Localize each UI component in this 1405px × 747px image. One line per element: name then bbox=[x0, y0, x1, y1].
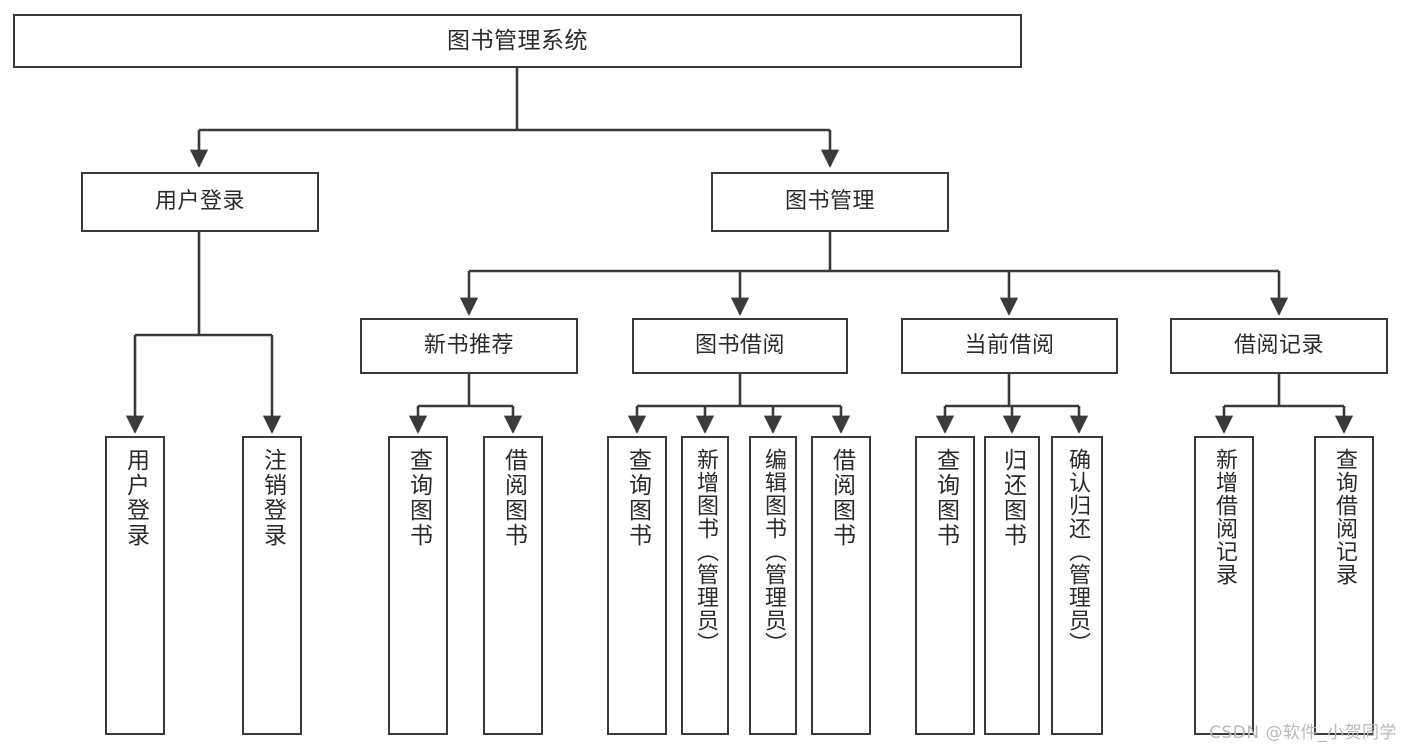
leaf-logout-login-label: 注销登录 bbox=[259, 448, 286, 548]
leaf-query-borrow-record-label: 查询借阅记录 bbox=[1332, 448, 1357, 586]
node-book-management-label: 图书管理 bbox=[784, 188, 875, 214]
leaf-query-book-borrow[interactable]: 查询图书 bbox=[607, 436, 667, 735]
leaf-borrow-book[interactable]: 借阅图书 bbox=[811, 436, 871, 735]
node-current-borrow[interactable]: 当前借阅 bbox=[901, 318, 1118, 374]
node-user-login-label: 用户登录 bbox=[154, 188, 245, 214]
node-book-borrow-label: 图书借阅 bbox=[694, 332, 785, 358]
leaf-edit-book-admin[interactable]: 编辑图书（管理员） bbox=[749, 436, 797, 735]
node-current-borrow-label: 当前借阅 bbox=[964, 332, 1055, 358]
leaf-query-book-current-label: 查询图书 bbox=[932, 448, 959, 548]
leaf-return-book-label: 归还图书 bbox=[999, 448, 1026, 548]
node-root-label: 图书管理系统 bbox=[447, 27, 588, 54]
leaf-query-book-rec[interactable]: 查询图书 bbox=[388, 436, 448, 735]
node-root[interactable]: 图书管理系统 bbox=[13, 14, 1022, 68]
leaf-query-book-rec-label: 查询图书 bbox=[405, 448, 432, 548]
leaf-borrow-book-label: 借阅图书 bbox=[828, 448, 855, 548]
node-book-management[interactable]: 图书管理 bbox=[711, 172, 949, 232]
leaf-return-book[interactable]: 归还图书 bbox=[984, 436, 1040, 735]
node-book-borrow[interactable]: 图书借阅 bbox=[632, 318, 848, 374]
node-user-login[interactable]: 用户登录 bbox=[81, 172, 319, 232]
leaf-borrow-book-rec-label: 借阅图书 bbox=[500, 448, 527, 548]
leaf-confirm-return-admin-label: 确认归还（管理员） bbox=[1065, 448, 1090, 655]
node-new-book-recommend[interactable]: 新书推荐 bbox=[360, 318, 578, 374]
leaf-add-borrow-record-label: 新增借阅记录 bbox=[1212, 448, 1237, 586]
leaf-add-borrow-record[interactable]: 新增借阅记录 bbox=[1194, 436, 1254, 735]
node-borrow-record-label: 借阅记录 bbox=[1233, 332, 1324, 358]
leaf-edit-book-admin-label: 编辑图书（管理员） bbox=[761, 448, 786, 655]
leaf-add-book-admin-label: 新增图书（管理员） bbox=[693, 448, 718, 655]
leaf-query-borrow-record[interactable]: 查询借阅记录 bbox=[1314, 436, 1374, 735]
node-new-book-recommend-label: 新书推荐 bbox=[423, 332, 514, 358]
leaf-query-book-current[interactable]: 查询图书 bbox=[915, 436, 975, 735]
leaf-user-login[interactable]: 用户登录 bbox=[105, 436, 165, 735]
node-borrow-record[interactable]: 借阅记录 bbox=[1170, 318, 1388, 374]
leaf-query-book-borrow-label: 查询图书 bbox=[624, 448, 651, 548]
leaf-confirm-return-admin[interactable]: 确认归还（管理员） bbox=[1051, 436, 1103, 735]
leaf-logout-login[interactable]: 注销登录 bbox=[242, 436, 302, 735]
leaf-borrow-book-rec[interactable]: 借阅图书 bbox=[483, 436, 543, 735]
csdn-watermark: CSDN @软件_小贺同学 bbox=[1209, 723, 1397, 743]
leaf-add-book-admin[interactable]: 新增图书（管理员） bbox=[681, 436, 729, 735]
leaf-user-login-label: 用户登录 bbox=[122, 448, 149, 548]
